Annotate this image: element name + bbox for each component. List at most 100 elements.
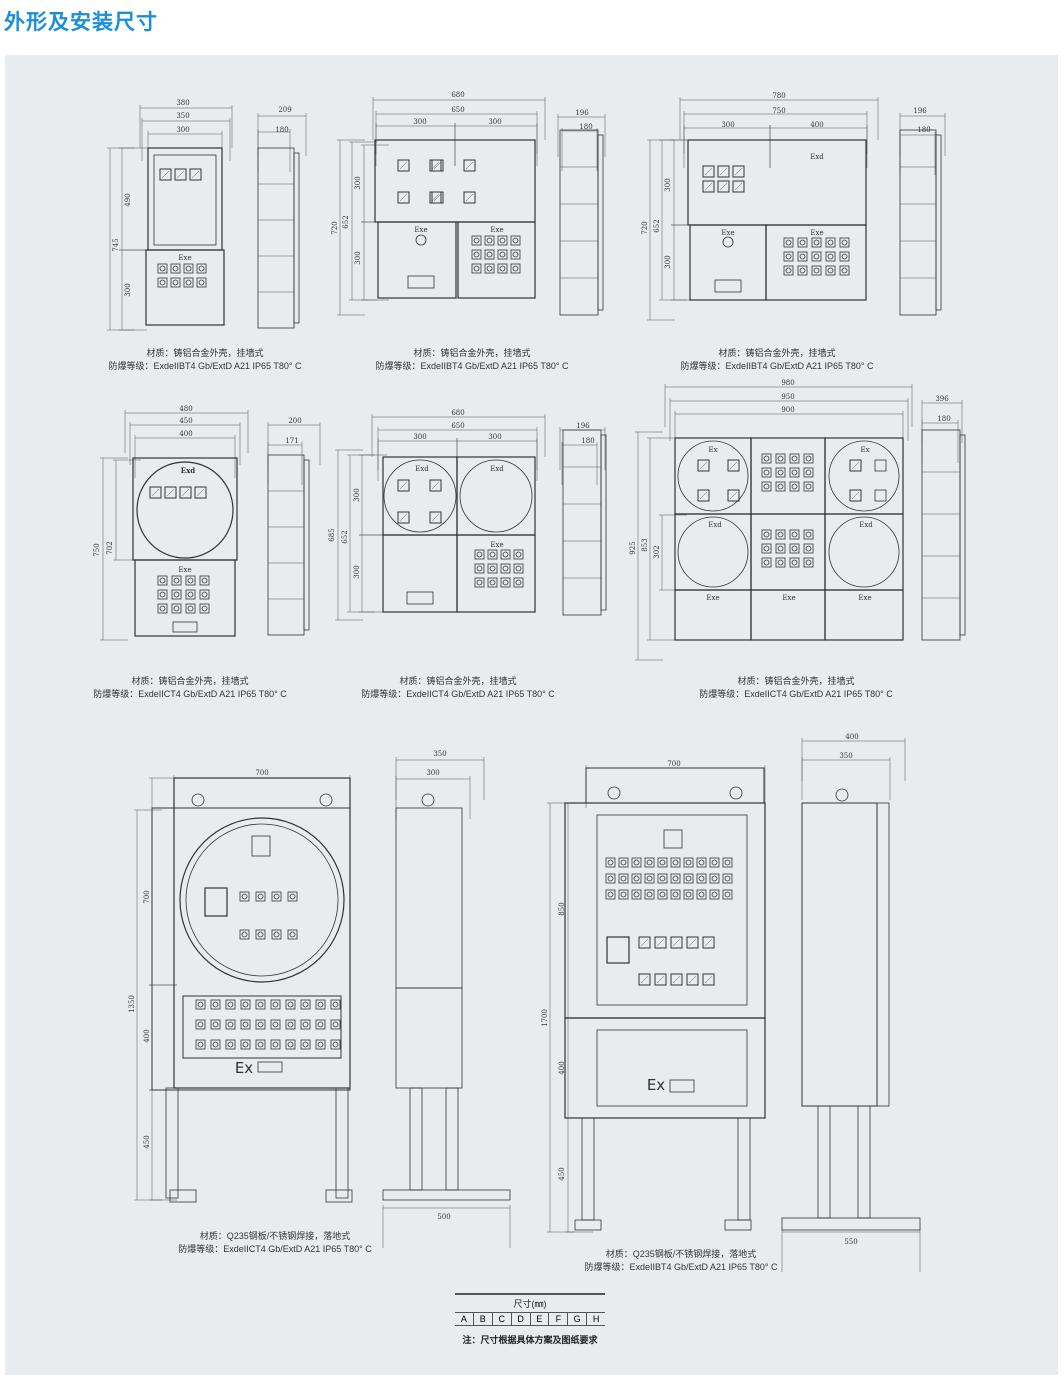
knob-icon (777, 455, 784, 462)
grade-text: 防爆等级：ExdeIICT4 Gb/ExtD A21 IP65 T80° C (178, 1244, 372, 1254)
switch-icon (670, 936, 683, 949)
knob-icon (646, 859, 653, 866)
button-icon (497, 249, 508, 260)
grade-text: 防爆等级：ExdeIIBT4 Gb/ExtD A21 IP65 T80° C (375, 361, 569, 371)
dim-label: 400 (810, 121, 824, 129)
column-a: A (460, 1314, 467, 1324)
dim-label: 396 (935, 395, 949, 403)
lifting-eye-icon (607, 786, 621, 800)
knob-icon (785, 239, 792, 246)
button-icon (761, 453, 772, 464)
knob-icon (287, 1001, 294, 1008)
knob-icon (646, 875, 653, 882)
knob-icon (763, 455, 770, 462)
zone-label: Exd (859, 521, 873, 529)
button-icon (670, 873, 681, 884)
dim-label: 400 (845, 733, 859, 741)
button-icon (330, 1039, 341, 1050)
knob-icon (489, 551, 496, 558)
foot (574, 1219, 602, 1231)
material-text: 材质：铸铝合金外壳，挂墙式 (413, 348, 531, 358)
button-icon (185, 575, 196, 586)
dim-label: 350 (176, 112, 190, 120)
dim-label: 700 (255, 769, 269, 777)
button-icon (185, 603, 196, 614)
knob-icon (607, 891, 614, 898)
switch-icon (397, 191, 410, 204)
button-icon (605, 857, 616, 868)
lifting-eye-icon (421, 793, 435, 807)
nameplate (669, 1079, 695, 1093)
button-icon (510, 263, 521, 274)
button-icon (255, 999, 266, 1010)
button-icon (657, 873, 668, 884)
foot (724, 1219, 752, 1231)
button-icon (631, 889, 642, 900)
knob-icon (289, 931, 296, 938)
lifting-eye-icon (319, 793, 333, 807)
dim-label: 652 (341, 530, 349, 544)
zone-label: Exe (706, 594, 720, 602)
cabinet-upper (564, 802, 766, 1019)
exe-enclosure (377, 221, 457, 299)
knob-icon (763, 483, 770, 490)
knob-icon (187, 577, 194, 584)
button-icon (474, 563, 485, 574)
button-icon (225, 1039, 236, 1050)
grade-text: 防爆等级：ExdeIICT4 Gb/ExtD A21 IP65 T80° C (361, 689, 555, 699)
switch-icon (463, 159, 476, 172)
dim-label: 180 (579, 123, 593, 131)
button-icon (618, 857, 629, 868)
dim-label: 652 (653, 219, 661, 233)
knob-icon (201, 577, 208, 584)
button-icon (797, 237, 808, 248)
grade-text: 防爆等级：ExdeIIBT4 Gb/ExtD A21 IP65 T80° C (108, 361, 302, 371)
side-view (257, 147, 295, 329)
size-table: 尺寸(㎜) A B C D E F G H 注：尺寸根据具体方案及图纸要求 (455, 1293, 605, 1346)
knob-icon (499, 251, 506, 258)
material-text: 材质：铸铝合金外壳，挂墙式 (131, 676, 249, 686)
dim-label: 853 (641, 538, 649, 552)
column-g: G (567, 1313, 586, 1325)
dimension-line (704, 167, 713, 176)
dimension-line (431, 513, 440, 522)
button-icon (811, 251, 822, 262)
column-e: E (529, 1313, 549, 1325)
knob-icon (489, 565, 496, 572)
dim-label: 300 (413, 118, 427, 126)
figure-caption: 材质：铸铝合金外壳，挂墙式 防爆等级：ExdeIIBT4 Gb/ExtD A21… (108, 347, 301, 373)
button-icon (500, 549, 511, 560)
button-icon (644, 889, 655, 900)
dimension-line (672, 938, 681, 947)
button-icon (285, 1039, 296, 1050)
nameplate (172, 621, 198, 633)
dim-label: 180 (937, 415, 951, 423)
knob-icon (499, 237, 506, 244)
button-icon (240, 999, 251, 1010)
grade-text: 防爆等级：ExdeIICT4 Gb/ExtD A21 IP65 T80° C (93, 689, 287, 699)
button-icon (811, 265, 822, 276)
knob-icon (287, 1021, 294, 1028)
dim-label: 196 (913, 107, 927, 115)
button-icon (683, 873, 694, 884)
switch-icon (638, 936, 651, 949)
knob-icon (841, 239, 848, 246)
switch-icon (670, 973, 683, 986)
knob-icon (791, 455, 798, 462)
button-icon (300, 1039, 311, 1050)
button-icon (497, 263, 508, 274)
ex-mark: Ex (234, 1059, 254, 1077)
knob-icon (805, 531, 812, 538)
knob-icon (805, 559, 812, 566)
knob-icon (489, 579, 496, 586)
button-icon (170, 263, 181, 274)
button-icon (157, 277, 168, 288)
knob-icon (672, 875, 679, 882)
dim-label: 400 (179, 430, 193, 438)
switch-icon (702, 936, 715, 949)
exd-round-cover-inner (185, 823, 339, 977)
main-switch-icon (204, 887, 228, 917)
button-icon (618, 889, 629, 900)
button-icon (618, 873, 629, 884)
exd-enclosure (687, 139, 867, 226)
